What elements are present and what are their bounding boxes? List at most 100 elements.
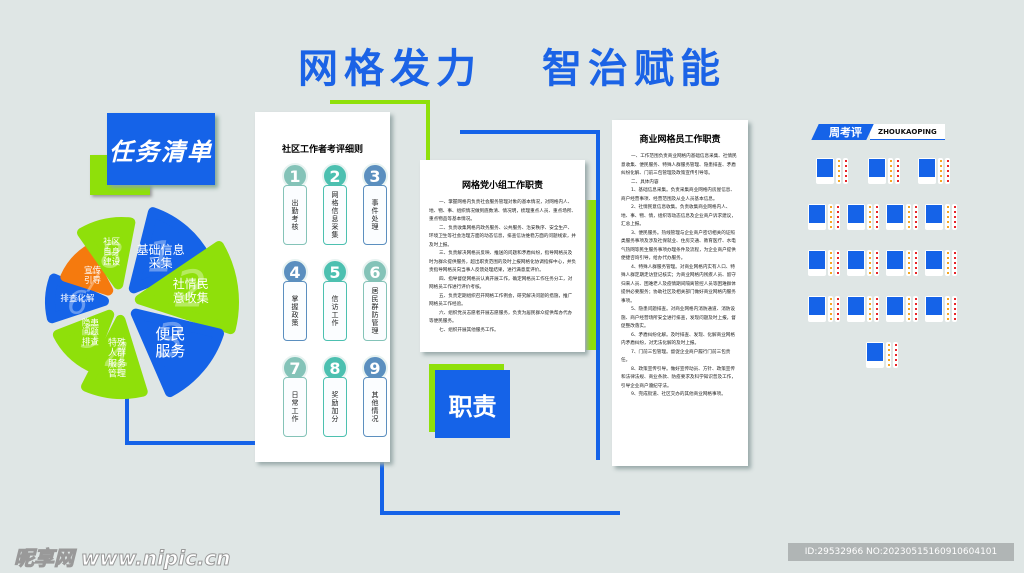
- frame-line: [586, 200, 596, 350]
- rating-icon: [835, 204, 840, 230]
- petal-shape: [60, 245, 114, 296]
- petal-8[interactable]: 8: [77, 217, 136, 290]
- title-left: 网格发力: [298, 46, 482, 92]
- petal-number: 4: [104, 335, 130, 383]
- item-label: 出勤考核: [283, 185, 307, 245]
- doc-paragraph: 9、完成街道、社区交办的其他商业网格事项。: [631, 392, 726, 397]
- doc-paragraph: 五、负责定期组织召开网格工作例会，研究解决问题的措施，推广网格员工作经验。: [429, 293, 573, 308]
- rating-icon: [835, 250, 840, 276]
- weekly-card: [816, 158, 848, 184]
- weekly-card: [925, 296, 957, 322]
- frame-line: [125, 441, 265, 445]
- item-number: 9: [362, 355, 388, 381]
- doc-paragraph: 二、负责收集网格内政务服务、公共服务、治安秩序、安全生产、环境卫生等社会治理方面…: [429, 225, 577, 248]
- photo-placeholder: [918, 158, 936, 184]
- petal-shape: [52, 309, 115, 372]
- weekly-card: [868, 158, 900, 184]
- petal-5[interactable]: 5: [52, 309, 115, 372]
- rating-icon: [895, 158, 900, 184]
- rating-icon: [828, 296, 833, 322]
- photo-placeholder: [816, 158, 834, 184]
- rating-icon: [874, 250, 879, 276]
- photo-placeholder: [886, 250, 904, 276]
- doc-paragraph: 5、隐患问题排查。对商业网格内消防通道、消防设施、商户经营场所安全进行排查，发现…: [621, 307, 736, 329]
- rating-icon: [874, 296, 879, 322]
- photo-placeholder: [925, 250, 943, 276]
- item-label: 掌握政策: [283, 281, 307, 341]
- doc-paragraph: 3、便民服务。热线管理与企业商户密切相关的证照类服务事项及涉及社保就业、住房交通…: [621, 230, 736, 262]
- frame-line: [380, 455, 384, 515]
- photo-placeholder: [886, 204, 904, 230]
- doc-paragraph: 七、组织开展其他服务工作。: [439, 327, 499, 333]
- petal-7[interactable]: 7: [60, 245, 114, 299]
- petal-number: 8: [100, 235, 123, 276]
- rating-icon: [945, 204, 950, 230]
- weekly-card: [925, 250, 957, 276]
- frame-line: [125, 390, 129, 445]
- weekly-card: [886, 296, 918, 322]
- photo-placeholder: [847, 250, 865, 276]
- petal-shape: [134, 241, 239, 335]
- rating-icon: [835, 296, 840, 322]
- photo-placeholder: [886, 296, 904, 322]
- petal-2[interactable]: 2: [134, 241, 239, 335]
- weekly-en-label: ZHOUKAOPING: [870, 124, 945, 140]
- rating-icon: [828, 204, 833, 230]
- rating-icon: [867, 250, 872, 276]
- rating-icon: [906, 204, 911, 230]
- watermark-logo: 昵享网 www.nipic.cn: [14, 546, 232, 571]
- rating-icon: [945, 158, 950, 184]
- rating-icon: [945, 250, 950, 276]
- petal-number: 2: [175, 259, 207, 318]
- item-number: 5: [322, 259, 348, 285]
- rating-icon: [952, 296, 957, 322]
- frame-line: [426, 100, 430, 170]
- photo-placeholder: [847, 204, 865, 230]
- item-label: 其他情况: [363, 377, 387, 437]
- page-title: 网格发力智治赋能: [0, 36, 1024, 94]
- item-label: 奖励加分: [323, 377, 347, 437]
- photo-placeholder: [925, 204, 943, 230]
- doc-paragraph: 7、门前三包管理。督促企业商户履行门前三包责任。: [621, 349, 731, 364]
- duty-label: 职责: [435, 370, 510, 438]
- petal-6[interactable]: 6: [45, 273, 110, 324]
- frame-line: [460, 130, 600, 134]
- petal-shape: [45, 273, 110, 324]
- party-group-title: 网格党小组工作职责: [461, 181, 543, 191]
- rating-icon: [886, 342, 891, 368]
- item-number: 3: [362, 163, 388, 189]
- frame-line: [330, 100, 430, 104]
- item-label: 事件处理: [363, 185, 387, 245]
- rating-icon: [952, 250, 957, 276]
- photo-placeholder: [808, 250, 826, 276]
- petal-3[interactable]: 3: [130, 308, 225, 398]
- doc-paragraph: 8、政策宣传引导。做好宣传动员、方针、政策宣传和法律法规、商业条款、防疫要求及科…: [621, 366, 736, 389]
- rating-icon: [945, 296, 950, 322]
- rating-icon: [888, 158, 893, 184]
- frame-line: [380, 511, 620, 515]
- watermark-id: ID:29532966 NO:20230515160910604101: [788, 543, 1014, 561]
- rating-icon: [867, 296, 872, 322]
- weekly-card: [808, 204, 840, 230]
- commercial-title: 商业网格员工作职责: [639, 135, 721, 145]
- petal-number: 7: [84, 265, 102, 298]
- rating-icon: [874, 204, 879, 230]
- weekly-card: [808, 296, 840, 322]
- commercial-doc: 商业网格员工作职责 一、工作范围负责商业网格内基础信息采集、社情民意收集、便民服…: [612, 120, 748, 466]
- rating-icon: [893, 342, 898, 368]
- task-list-header: 任务清单: [107, 113, 215, 185]
- doc-paragraph: 一、掌握网格内负责社会服务管理对象的基本情况，对网格内人、地、物、事、组织情况做…: [429, 200, 577, 222]
- rating-icon: [952, 204, 957, 230]
- weekly-label-text: 周考评: [829, 126, 862, 139]
- doc-paragraph: 三、负责解决网格员反映、推送的问题和矛盾纠纷，指导网格员及时为群众提供服务，超出…: [429, 251, 577, 273]
- petal-4[interactable]: 4: [81, 314, 148, 399]
